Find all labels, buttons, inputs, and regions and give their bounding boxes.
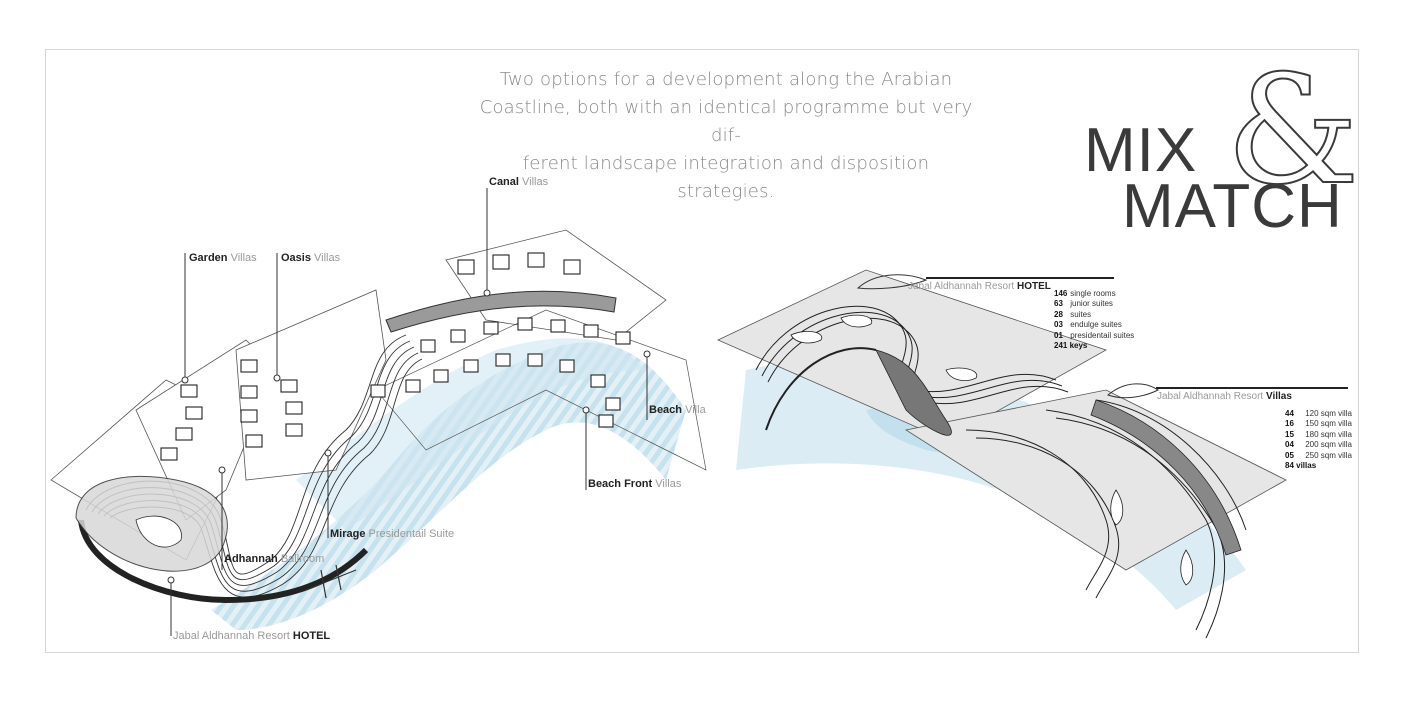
intro-paragraph: Two options for a development along the … xyxy=(476,66,976,206)
right-title-rules xyxy=(926,277,1348,389)
intro-line-1: Two options for a development along the … xyxy=(499,69,953,90)
right-gateway-loops xyxy=(856,274,1159,399)
villas-row: 05 250 sqm villa xyxy=(1285,450,1352,460)
right-hotel-title-bold: HOTEL xyxy=(1016,281,1051,292)
label-beach-front-bold: Beach Front xyxy=(588,478,653,490)
canal-bar xyxy=(385,290,617,333)
left-ground-plane-5 xyxy=(375,309,707,471)
right-scheme xyxy=(717,269,1348,639)
hotel-row: 03 endulge suites xyxy=(1054,320,1122,330)
villas-row: 16 150 sqm villa xyxy=(1285,419,1352,429)
ribbon-base xyxy=(78,519,369,604)
left-ground-plane-3 xyxy=(235,289,387,481)
poster-frame: Two options for a development along the … xyxy=(45,49,1361,653)
label-garden-light: Villas xyxy=(230,252,257,264)
label-hotel-light: Jabal Aldhannah Resort xyxy=(173,630,290,642)
left-water xyxy=(211,342,686,630)
label-beach-light: Villa xyxy=(685,404,706,416)
pier xyxy=(305,564,357,599)
label-hotel-bold: HOTEL xyxy=(292,630,331,642)
mix-match-logo: & MIX MATCH xyxy=(1082,55,1361,242)
right-voids xyxy=(790,314,1194,586)
hotel-ribbon xyxy=(755,305,1069,431)
hotel-programme-list: 146 single rooms 63 junior suites 28 sui… xyxy=(1054,289,1134,351)
label-canal-bold: Canal xyxy=(489,176,519,188)
label-garden-villas: Garden Villas xyxy=(189,252,257,265)
label-garden-bold: Garden xyxy=(189,252,228,264)
right-villas-title-light: Jabal Aldhannah Resort xyxy=(1157,391,1264,402)
villa-blocks xyxy=(160,252,631,461)
right-villas-title: Jabal Aldhannah Resort Villas xyxy=(1157,390,1292,403)
left-scheme xyxy=(50,188,707,636)
label-adhannah-bold: Adhannah xyxy=(224,553,278,565)
label-beach-front-villas: Beach Front Villas xyxy=(588,478,681,491)
site-plan-illustration xyxy=(50,188,1348,639)
intro-line-2: Coastline, both with an identical progra… xyxy=(479,97,973,146)
villas-ribbon-body xyxy=(1090,399,1242,556)
hotel-row: 63 junior suites xyxy=(1054,299,1113,309)
hotel-row: 01 presidentail suites xyxy=(1054,330,1135,340)
left-water-soft xyxy=(296,338,646,530)
ribbon-hole xyxy=(135,515,182,548)
label-oasis-bold: Oasis xyxy=(281,252,311,264)
villas-row: 44 120 sqm villa xyxy=(1285,409,1352,418)
hotel-row: 28 suites xyxy=(1054,309,1092,319)
label-beach-villa: Beach Villa xyxy=(649,404,706,417)
label-canal-light: Villas xyxy=(522,176,549,188)
villas-row: 04 200 sqm villa xyxy=(1285,440,1352,450)
right-hotel-title: Jabal Aldhannah Resort HOTEL xyxy=(908,280,1051,293)
hotel-ribbon-body xyxy=(875,349,952,436)
villas-plane xyxy=(904,389,1287,571)
villas-row: 15 180 sqm villa xyxy=(1285,429,1352,439)
hotel-row: 146 single rooms xyxy=(1054,289,1116,298)
intro-line-3: ferent landscape integration and disposi… xyxy=(522,153,930,202)
label-adhannah-ballroom: Adhannah Ballroom xyxy=(224,553,324,566)
logo-mix: MIX xyxy=(1084,116,1198,185)
right-hotel-title-light: Jabal Aldhannah Resort xyxy=(908,281,1015,292)
label-adhannah-light: Ballroom xyxy=(280,553,325,565)
right-villas-title-bold: Villas xyxy=(1265,391,1292,402)
label-oasis-villas: Oasis Villas xyxy=(281,252,340,265)
hotel-total: 241 keys xyxy=(1054,341,1088,351)
leader-lines xyxy=(167,188,651,636)
label-beach-front-light: Villas xyxy=(655,478,682,490)
villas-total: 84 villas xyxy=(1285,461,1317,471)
villas-programme-list: 44 120 sqm villa 16 150 sqm villa 15 180… xyxy=(1285,409,1352,471)
label-beach-bold: Beach xyxy=(649,404,683,416)
label-mirage-suite: Mirage Presidentail Suite xyxy=(330,528,454,541)
label-resort-hotel: Jabal Aldhannah Resort HOTEL xyxy=(173,630,330,643)
label-mirage-light: Presidentail Suite xyxy=(368,528,455,540)
logo-match: MATCH xyxy=(1122,172,1343,241)
label-canal-villas: Canal Villas xyxy=(489,176,548,189)
label-mirage-bold: Mirage xyxy=(330,528,366,540)
label-oasis-light: Villas xyxy=(314,252,341,264)
ampersand-mark: & xyxy=(1225,44,1361,218)
villas-ribbons xyxy=(965,399,1247,639)
